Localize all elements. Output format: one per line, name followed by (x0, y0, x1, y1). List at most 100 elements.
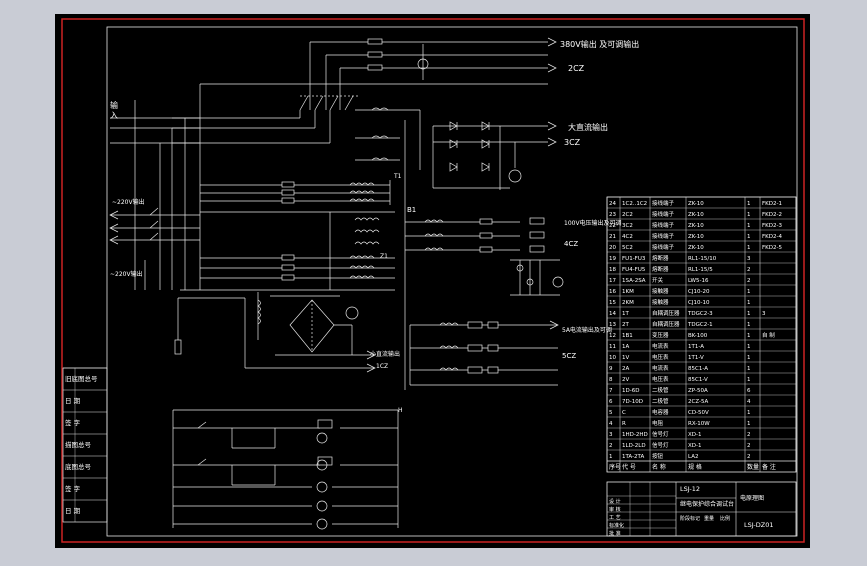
label-5a-output: 5A电流输出及可调 (562, 326, 612, 334)
title-block-stage-label: 阶段标记 (680, 515, 700, 522)
label-220v-top: ~220V输出 (112, 198, 145, 206)
parts-table-cell: FU1-FU3 (622, 256, 646, 262)
parts-table-cell: 24 (609, 201, 616, 207)
parts-table-cell: BK-100 (688, 333, 708, 339)
parts-table-cell: 2 (747, 267, 751, 273)
parts-table-cell: 接线端子 (652, 243, 675, 251)
parts-table-cell: 1 (747, 300, 751, 306)
parts-table-cell: 17 (609, 278, 616, 284)
parts-table-cell: 二极管 (652, 397, 669, 405)
parts-table-cell: 5 (609, 410, 613, 416)
title-block-title: 继电保护综合调试台 (680, 500, 734, 508)
voltage-100v-output-section (405, 217, 564, 296)
parts-table-cell: 4 (747, 399, 751, 405)
parts-table-cell: 2A (622, 366, 629, 372)
parts-table-cell: 1SA-2SA (622, 278, 646, 284)
parts-table-cell: 15 (609, 300, 616, 306)
parts-table-cell: 电阻 (652, 419, 664, 427)
parts-table-cell: 1 (747, 245, 751, 251)
label-1cz: 1CZ (376, 363, 388, 370)
schematic-labels: 380V输出 及可调输出 2CZ 输 入 大直流输出 3CZ ~220V输出 ~… (110, 39, 639, 414)
parts-table-cell: 1 (747, 212, 751, 218)
parts-table-cell: 1 (747, 223, 751, 229)
parts-table-cell: 1T (622, 311, 629, 317)
parts-table-cell: TDGC2-3 (687, 311, 713, 317)
title-block-code: LSJ-DZ01 (744, 521, 774, 529)
label-dc-output: 大直流输出 (568, 122, 608, 132)
parts-table-cell: ZK-10 (688, 245, 704, 251)
title-block-row-label: 批 准 (609, 530, 621, 537)
parts-table-cell: 1 (747, 311, 751, 317)
label-input-2: 入 (110, 111, 118, 120)
title-block-scale-label: 比例 (720, 515, 730, 522)
title-block-row-label: 设 计 (609, 498, 621, 505)
parts-table-cell: LW5-16 (688, 278, 709, 284)
parts-table-cell: C (622, 410, 626, 416)
parts-table-cell: 1 (747, 289, 751, 295)
parts-table-cell: 信号灯 (652, 430, 669, 438)
dc-rectifier-section (355, 107, 557, 190)
parts-table-header: 备 注 (762, 463, 776, 471)
parts-table-cell: 2C2 (622, 212, 633, 218)
parts-table-cell: 电流表 (652, 364, 669, 372)
parts-table-cell: 7D-10D (622, 399, 643, 405)
parts-table-cell: 2 (747, 443, 751, 449)
parts-table-cell: 电压表 (652, 353, 669, 361)
parts-table-cell: 6 (609, 399, 613, 405)
parts-table-cell: RL1-15/5 (688, 267, 713, 273)
parts-table-cell: 3 (747, 256, 751, 262)
parts-table-cell: 1 (747, 366, 751, 372)
control-circuit-section (172, 409, 399, 530)
parts-table-cell: 1 (747, 377, 751, 383)
parts-table-cell: TDGC2-1 (687, 322, 713, 328)
parts-table-cell: 1B1 (622, 333, 633, 339)
label-3cz: 3CZ (564, 138, 581, 147)
parts-table-cell: 2CZ-5A (688, 399, 708, 405)
current-5a-output-section (409, 320, 559, 386)
parts-table-cell: FKD2-4 (762, 234, 782, 240)
parts-table-cell: ZK-10 (688, 201, 704, 207)
parts-table-cell: 4C2 (622, 234, 633, 240)
parts-table-cell: 自 制 (762, 331, 775, 339)
input-bus (110, 84, 330, 290)
parts-table-cell: 1A (622, 344, 629, 350)
parts-table-cell: 16 (609, 289, 616, 295)
transformer-t1 (200, 120, 406, 390)
title-block-row-label: 标准化 (609, 522, 624, 529)
parts-table-cell: FKD2-1 (762, 201, 782, 207)
parts-table-cell: 1D-6D (622, 388, 639, 394)
parts-table-cell: 18 (609, 267, 616, 273)
title-block-row-label: 审 核 (609, 506, 621, 513)
parts-table-cell: FKD2-3 (762, 223, 782, 229)
three-phase-output-section (200, 37, 557, 110)
left-strip-label: 描图总号 (65, 440, 92, 449)
label-220v-bottom: ~220V输出 (110, 270, 143, 278)
title-block: LSJ-12继电保护综合调试台电原理图LSJ-DZ01阶段标记重量比例设 计审 … (606, 481, 797, 537)
parts-table-cell: 1V (622, 355, 629, 361)
parts-table-cell: 2 (747, 454, 751, 460)
parts-table-cell: 按钮 (652, 452, 664, 460)
parts-table-cell: 电流表 (652, 342, 669, 350)
parts-table-cell: 85C1-V (688, 377, 708, 383)
parts-table-cell: 自耦调压器 (652, 309, 680, 317)
parts-table-cell: 1C2..1C2 (622, 201, 647, 207)
parts-table-cell: 信号灯 (652, 441, 669, 449)
small-dc-bridge-section (174, 292, 376, 373)
parts-table-cell: 熔断器 (652, 265, 669, 273)
label-z1: Z1 (380, 253, 388, 260)
parts-table-cell: 电容器 (652, 408, 669, 416)
parts-table-cell: FU4-FU5 (622, 267, 646, 273)
parts-table-cell: 2V (622, 377, 629, 383)
parts-table-header: 名 称 (652, 463, 666, 471)
parts-table-cell: 1HD-2HD (622, 432, 648, 438)
parts-table-cell: 1 (747, 421, 751, 427)
parts-table-cell: ZK-10 (688, 212, 704, 218)
parts-table-header: 规 格 (688, 463, 702, 471)
parts-table-cell: 1 (747, 344, 751, 350)
ac-220v-output-section (109, 207, 200, 245)
parts-table-cell: 2 (747, 432, 751, 438)
parts-table-cell: 21 (609, 234, 616, 240)
